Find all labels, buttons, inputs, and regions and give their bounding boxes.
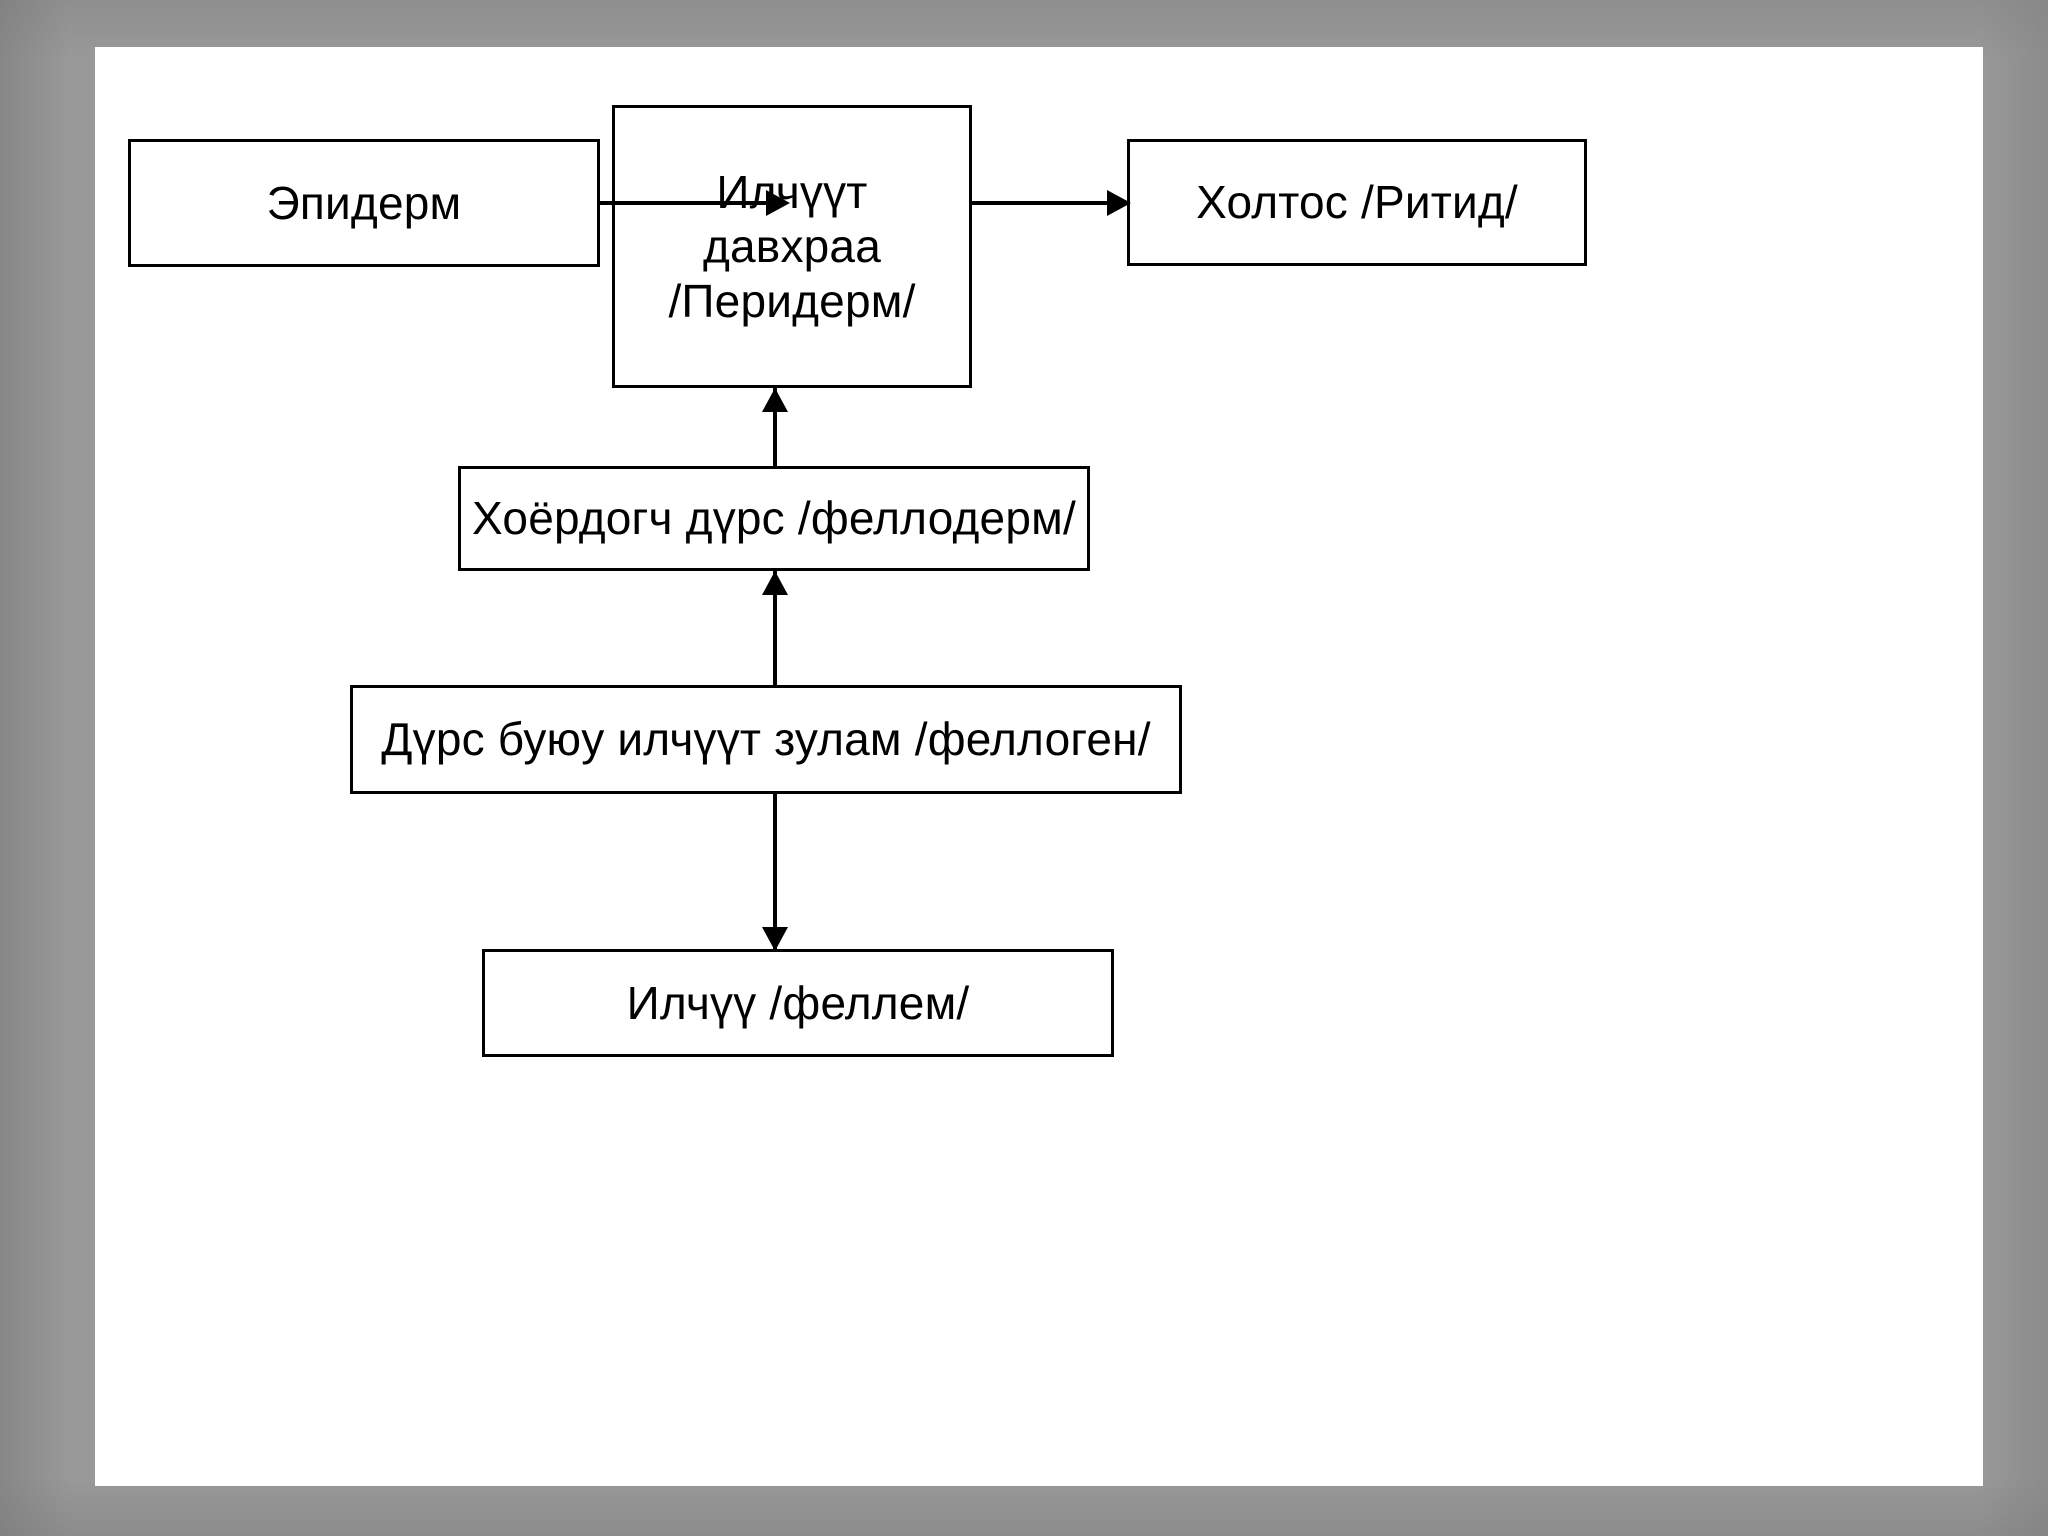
arrow-fellogen-to-fellem xyxy=(759,794,791,951)
arrow-head-up-icon xyxy=(762,571,788,595)
arrow-shaft xyxy=(773,571,777,687)
arrow-felloderm-to-periderm xyxy=(759,388,791,468)
node-periderm[interactable]: Илчүүт давхраа /Перидерм/ xyxy=(612,105,972,388)
diagram-canvas: Эпидерм Илчүүт давхраа /Перидерм/ Холтос… xyxy=(95,47,1983,1486)
arrow-shaft xyxy=(773,388,777,468)
arrow-head-up-icon xyxy=(762,388,788,412)
arrow-periderm-to-ritid xyxy=(972,187,1131,219)
arrow-shaft xyxy=(600,201,766,205)
arrow-head-right-icon xyxy=(766,190,790,216)
arrow-shaft xyxy=(773,794,777,951)
slide-canvas: Эпидерм Илчүүт давхраа /Перидерм/ Холтос… xyxy=(95,47,1983,1486)
arrow-epiderm-to-periderm xyxy=(600,187,790,219)
node-ritid[interactable]: Холтос /Ритид/ xyxy=(1127,139,1587,266)
arrow-shaft xyxy=(972,201,1107,205)
node-felloderm[interactable]: Хоёрдогч дүрс /феллодерм/ xyxy=(458,466,1090,571)
node-fellem[interactable]: Илчүү /феллем/ xyxy=(482,949,1114,1057)
arrow-fellogen-to-felloderm xyxy=(759,571,791,687)
node-epiderm[interactable]: Эпидерм xyxy=(128,139,600,267)
arrow-head-right-icon xyxy=(1107,190,1131,216)
arrow-head-down-icon xyxy=(762,927,788,951)
node-fellogen[interactable]: Дүрс буюу илчүүт зулам /феллоген/ xyxy=(350,685,1182,794)
